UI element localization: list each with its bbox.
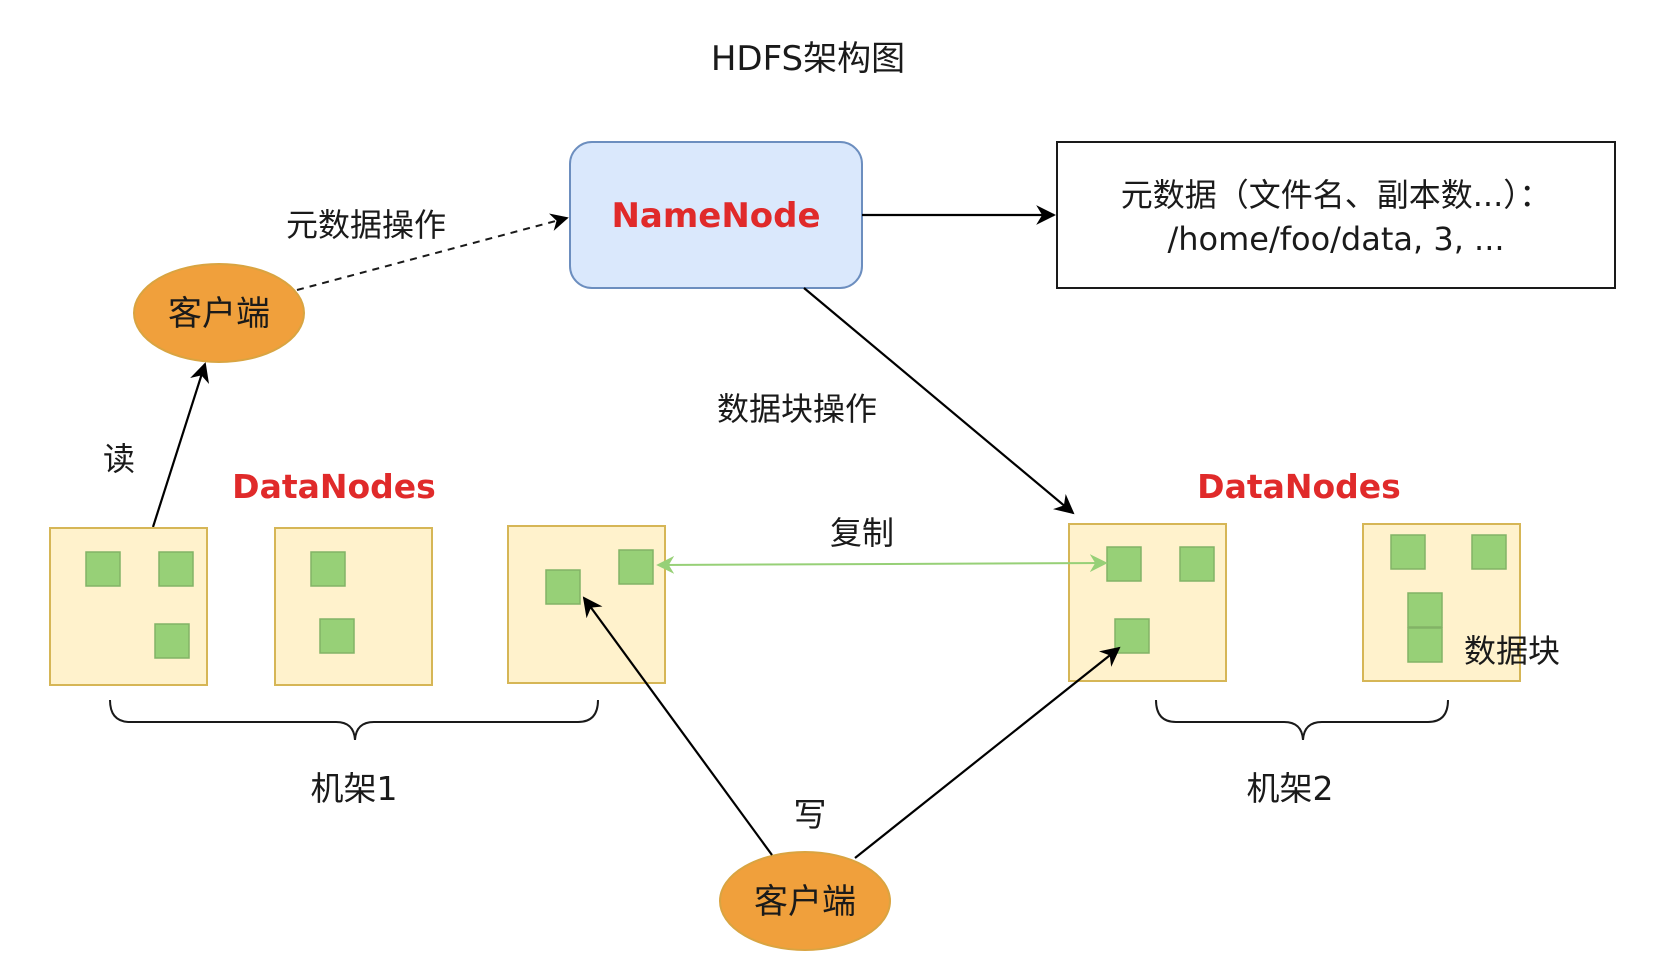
read-label: 读	[103, 440, 135, 478]
data-block	[1106, 546, 1142, 582]
data-block	[1114, 618, 1150, 654]
datanodes-left-label: DataNodes	[232, 467, 436, 506]
metadata-line-2: /home/foo/data, 3, ...	[1167, 220, 1504, 258]
data-block	[1179, 546, 1215, 582]
data-block	[1407, 627, 1443, 663]
data-block	[154, 623, 190, 659]
read-arrow	[151, 362, 210, 528]
data-block	[1407, 592, 1443, 628]
block-op-label: 数据块操作	[717, 390, 877, 428]
rack1-datanode-1	[49, 527, 208, 686]
data-block-label: 数据块	[1464, 632, 1560, 670]
client-bottom-ellipse	[719, 851, 891, 951]
write-label: 写	[794, 795, 827, 834]
datanodes-right-label: DataNodes	[1197, 467, 1401, 506]
data-block	[545, 569, 581, 605]
metadata-line-1: 元数据（文件名、副本数...）：	[1121, 176, 1552, 214]
replicate-label: 复制	[830, 514, 894, 552]
data-block	[85, 551, 121, 587]
diagram-title: HDFS架构图	[711, 39, 905, 79]
client-bottom: 客户端	[719, 851, 891, 951]
write-arrow-rack2	[854, 646, 1121, 859]
metadata-box-frame	[1056, 141, 1616, 289]
data-block	[158, 551, 194, 587]
client-top-label: 客户端	[168, 294, 270, 334]
rack1-datanode-3	[507, 525, 666, 684]
client-bottom-label: 客户端	[754, 882, 856, 922]
client-top-ellipse	[133, 263, 305, 363]
datanode-box	[274, 527, 433, 686]
block-op-arrow	[803, 287, 1075, 515]
write-arrow-rack1	[582, 596, 773, 856]
client-top: 客户端	[133, 263, 305, 363]
metadata-op-label: 元数据操作	[286, 206, 446, 244]
data-block	[618, 549, 654, 585]
data-block	[1471, 534, 1507, 570]
data-block	[1390, 534, 1426, 570]
namenode: NameNode	[569, 141, 863, 289]
rack2-datanode-2	[1362, 523, 1521, 682]
data-block	[319, 618, 355, 654]
data-block	[310, 551, 346, 587]
rack2-brace	[1155, 699, 1449, 741]
rack1-brace	[109, 699, 599, 741]
replicate-arrow	[656, 554, 1108, 574]
rack1-datanode-2	[274, 527, 433, 686]
rack2-label: 机架2	[1247, 769, 1334, 808]
rack2-datanode-1	[1068, 523, 1227, 682]
rack1-label: 机架1	[311, 769, 398, 808]
metadata-box: 元数据（文件名、副本数...）： /home/foo/data, 3, ...	[1056, 141, 1616, 289]
namenode-label: NameNode	[611, 196, 820, 236]
